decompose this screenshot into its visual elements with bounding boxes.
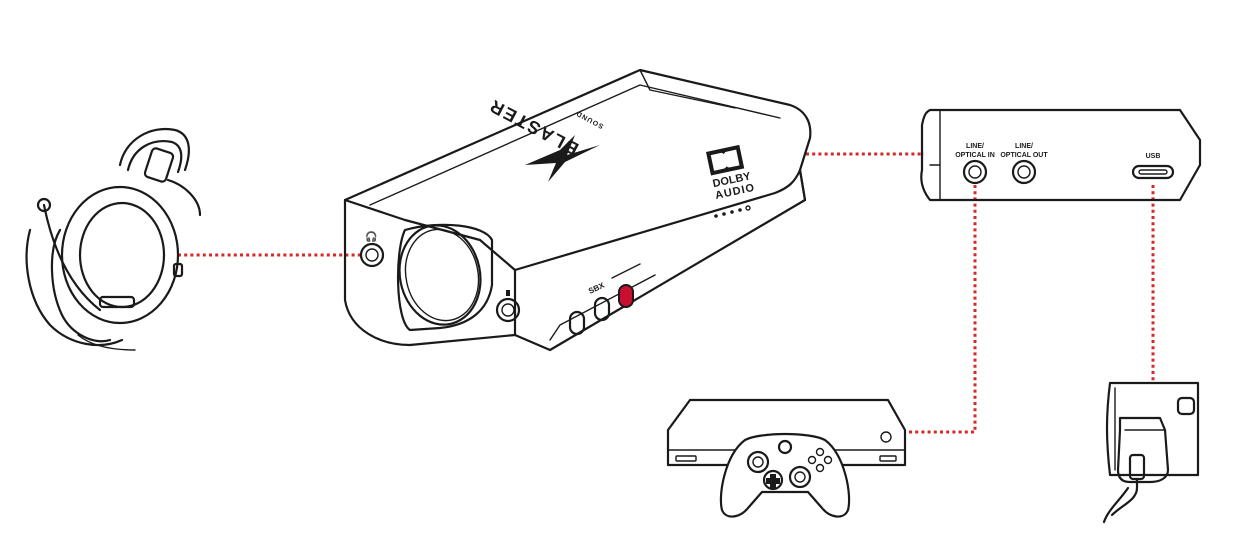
brand-name: BLASTER	[485, 95, 582, 159]
line-optical-out-port[interactable]: LINE/ OPTICAL OUT	[1000, 143, 1048, 185]
power-button-icon[interactable]	[880, 431, 892, 443]
cables	[178, 152, 1155, 434]
scout-mode-button[interactable]	[568, 310, 586, 336]
line-in-label-1: LINE/	[966, 143, 984, 150]
volume-knob[interactable]	[390, 218, 489, 332]
line-optical-in-port[interactable]: LINE/ OPTICAL IN	[955, 143, 995, 185]
xamp-icon	[611, 263, 641, 279]
x-logo-icon	[525, 135, 600, 182]
headphone-icon: 🎧	[365, 230, 377, 243]
usb-power-adapter	[1102, 381, 1200, 524]
rear-port-panel: LINE/ OPTICAL IN LINE/ OPTICAL OUT USB	[920, 108, 1202, 202]
usb-label: USB	[1146, 153, 1161, 160]
line-out-label-1: LINE/	[1015, 143, 1033, 150]
xamp-button[interactable]	[618, 284, 634, 308]
xbox-button-icon[interactable]	[777, 439, 793, 455]
right-stick[interactable]	[788, 465, 812, 489]
line-out-label-2: OPTICAL OUT	[1000, 152, 1048, 159]
sbx-button[interactable]	[593, 296, 611, 322]
dpad-icon[interactable]	[762, 469, 784, 491]
microphone-jack[interactable]	[495, 290, 521, 323]
usb-port[interactable]: USB	[1131, 153, 1175, 180]
button-row: SBX	[568, 263, 641, 336]
sound-blaster-dac: BLASTER SOUND DOLBY AUDIO 🎧	[343, 68, 812, 352]
headset	[25, 127, 202, 351]
sbx-label: SBX	[587, 280, 606, 295]
cable-line-in-to-console	[905, 185, 977, 434]
left-stick[interactable]	[746, 450, 770, 474]
brand-subtitle: SOUND	[575, 109, 605, 129]
led-indicators	[714, 205, 751, 218]
game-controller	[719, 432, 851, 518]
line-in-label-2: OPTICAL IN	[955, 152, 995, 159]
dolby-logo: DOLBY AUDIO	[706, 144, 756, 202]
microphone-icon	[506, 290, 510, 296]
headphone-jack[interactable]: 🎧	[359, 230, 385, 268]
